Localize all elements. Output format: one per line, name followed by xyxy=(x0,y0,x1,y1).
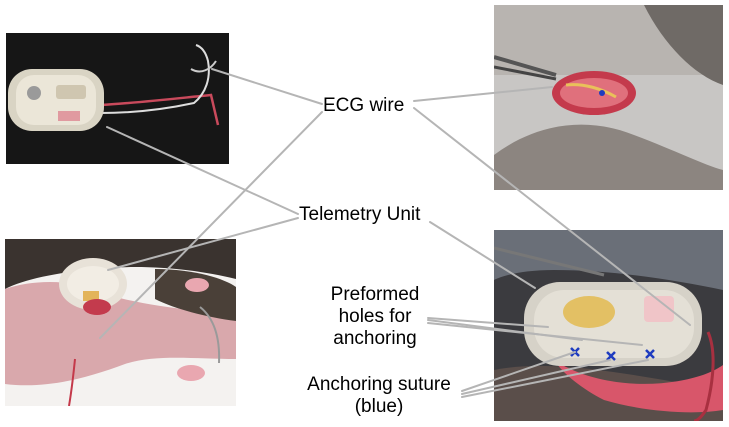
label-preformed-holes-line2: holes for xyxy=(338,306,412,327)
label-anchoring-suture-line2: (blue) xyxy=(354,396,404,417)
label-preformed-holes: Preformed holes for anchoring xyxy=(325,284,425,350)
photo-ecg-wire-incision xyxy=(494,5,723,190)
label-anchoring-suture-line1: Anchoring suture xyxy=(307,374,451,395)
label-ecg-wire: ECG wire xyxy=(323,94,405,117)
photo-anchoring-sutures xyxy=(494,230,723,421)
photo-implanted-rat xyxy=(5,239,236,406)
label-telemetry-unit: Telemetry Unit xyxy=(299,203,421,226)
photo-telemetry-unit xyxy=(6,33,229,164)
label-anchoring-suture: Anchoring suture (blue) xyxy=(297,374,461,418)
label-preformed-holes-line3: anchoring xyxy=(333,328,417,349)
label-preformed-holes-line1: Preformed xyxy=(330,284,420,305)
